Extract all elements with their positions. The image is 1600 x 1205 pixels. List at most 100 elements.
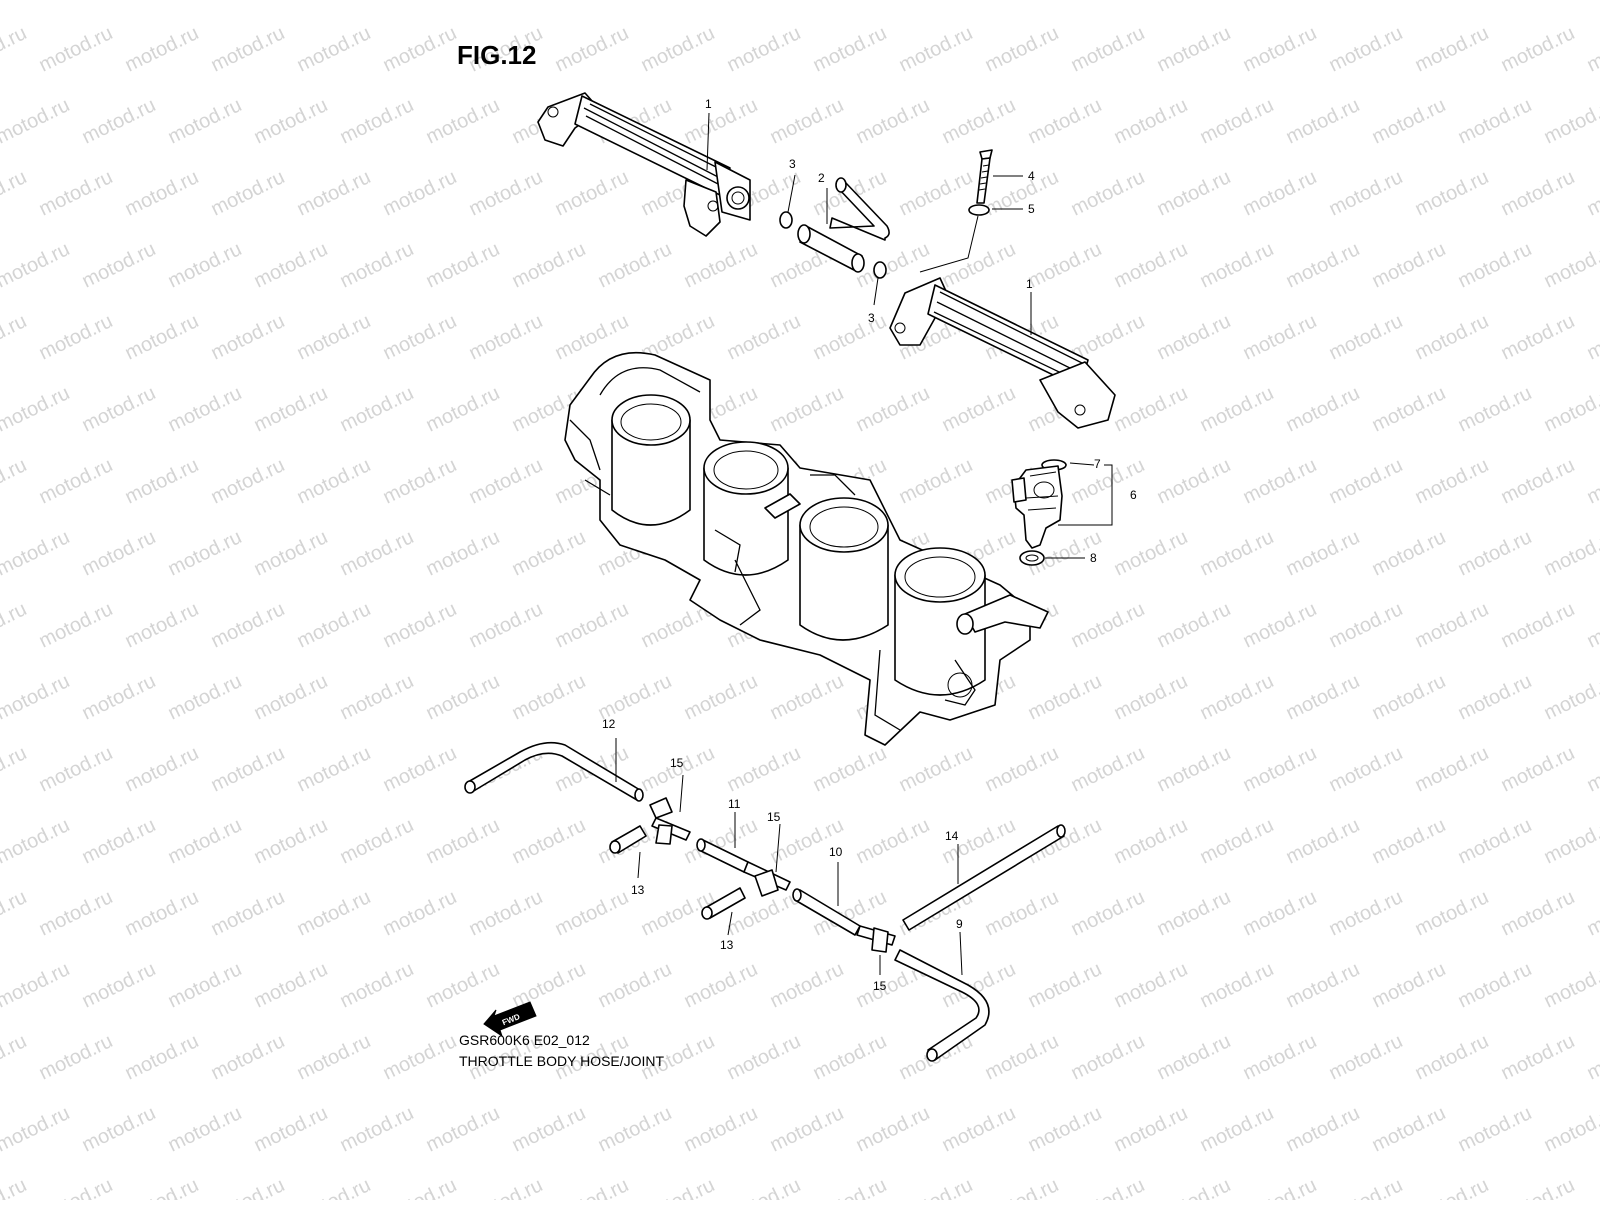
- watermark-text: motod.ru: [1326, 1030, 1407, 1084]
- t-joint-middle: [743, 861, 791, 897]
- watermark-text: motod.ru: [1584, 22, 1600, 76]
- watermark-text: motod.ru: [36, 454, 117, 508]
- watermark-text: motod.ru: [337, 0, 418, 4]
- watermark-text: motod.ru: [724, 1030, 805, 1084]
- watermark-text: motod.ru: [1154, 166, 1235, 220]
- watermark-text: motod.ru: [0, 742, 30, 796]
- watermark-text: motod.ru: [1498, 598, 1579, 652]
- watermark-text: motod.ru: [0, 382, 73, 436]
- throttle-body-assembly: [564, 351, 1049, 746]
- watermark-text: motod.ru: [595, 238, 676, 292]
- watermark-text: motod.ru: [380, 1174, 461, 1200]
- watermark-text: motod.ru: [251, 670, 332, 724]
- watermark-text: motod.ru: [1455, 814, 1536, 868]
- watermark-text: motod.ru: [294, 598, 375, 652]
- watermark-text: motod.ru: [939, 94, 1020, 148]
- watermark-text: motod.ru: [1068, 22, 1149, 76]
- watermark-text: motod.ru: [165, 670, 246, 724]
- watermark-text: motod.ru: [0, 526, 73, 580]
- watermark-text: motod.ru: [466, 310, 547, 364]
- callout-11: 11: [728, 797, 741, 811]
- watermark-text: motod.ru: [380, 310, 461, 364]
- watermark-text: motod.ru: [337, 670, 418, 724]
- watermark-text: motod.ru: [208, 22, 289, 76]
- model-code: GSR600K6 E02_012: [459, 1032, 590, 1048]
- watermark-text: motod.ru: [1197, 814, 1278, 868]
- throttle-bore-4: [894, 547, 986, 696]
- watermark-text: motod.ru: [1326, 310, 1407, 364]
- watermark-text: motod.ru: [982, 22, 1063, 76]
- figure-title: FIG.12: [457, 40, 537, 70]
- watermark-text: motod.ru: [1111, 0, 1192, 4]
- callout-10: 10: [829, 845, 843, 859]
- watermark-text: motod.ru: [1111, 958, 1192, 1012]
- hose-9: [894, 949, 990, 1061]
- watermark-text: motod.ru: [251, 1102, 332, 1156]
- t-joint-lower: [856, 925, 896, 953]
- watermark-text: motod.ru: [1498, 742, 1579, 796]
- watermark-text: motod.ru: [1154, 454, 1235, 508]
- watermark-text: motod.ru: [165, 238, 246, 292]
- watermark-text: motod.ru: [724, 22, 805, 76]
- watermark-text: motod.ru: [294, 1174, 375, 1200]
- watermark-text: motod.ru: [251, 814, 332, 868]
- watermark-text: motod.ru: [466, 1174, 547, 1200]
- watermark-text: motod.ru: [337, 814, 418, 868]
- watermark-text: motod.ru: [208, 886, 289, 940]
- watermark-text: motod.ru: [1412, 1030, 1493, 1084]
- watermark-text: motod.ru: [767, 94, 848, 148]
- watermark-text: motod.ru: [1283, 1102, 1364, 1156]
- watermark-text: motod.ru: [982, 1174, 1063, 1200]
- callout-13-lower: 13: [720, 938, 734, 952]
- watermark-text: motod.ru: [0, 22, 30, 76]
- watermark-text: motod.ru: [36, 742, 117, 796]
- watermark-text: motod.ru: [1541, 814, 1600, 868]
- watermark-text: motod.ru: [724, 1174, 805, 1200]
- watermark-text: motod.ru: [0, 1030, 30, 1084]
- watermark-text: motod.ru: [1412, 598, 1493, 652]
- watermark-text: motod.ru: [1197, 382, 1278, 436]
- watermark-text: motod.ru: [208, 166, 289, 220]
- watermark-text: motod.ru: [1111, 1102, 1192, 1156]
- watermark-text: motod.ru: [681, 0, 762, 4]
- watermark-text: motod.ru: [1369, 670, 1450, 724]
- watermark-text: motod.ru: [595, 1102, 676, 1156]
- watermark-text: motod.ru: [380, 598, 461, 652]
- watermark-text: motod.ru: [1584, 310, 1600, 364]
- watermark-text: motod.ru: [896, 22, 977, 76]
- watermark-text: motod.ru: [208, 1174, 289, 1200]
- callout-1-upper: 1: [705, 97, 712, 111]
- watermark-text: motod.ru: [810, 22, 891, 76]
- watermark-text: motod.ru: [1412, 166, 1493, 220]
- watermark-text: motod.ru: [1154, 598, 1235, 652]
- callout-5: 5: [1028, 202, 1035, 216]
- watermark-text: motod.ru: [79, 958, 160, 1012]
- watermark-text: motod.ru: [337, 94, 418, 148]
- watermark-text: motod.ru: [509, 238, 590, 292]
- watermark-text: motod.ru: [251, 94, 332, 148]
- watermark-text: motod.ru: [0, 94, 73, 148]
- watermark-text: motod.ru: [896, 166, 977, 220]
- watermark-text: motod.ru: [1111, 94, 1192, 148]
- watermark-text: motod.ru: [853, 0, 934, 4]
- watermark-text: motod.ru: [1240, 1030, 1321, 1084]
- watermark-text: motod.ru: [1197, 0, 1278, 4]
- watermark-text: motod.ru: [1240, 598, 1321, 652]
- watermark-text: motod.ru: [1369, 0, 1450, 4]
- watermark-text: motod.ru: [122, 166, 203, 220]
- watermark-text: motod.ru: [1369, 1102, 1450, 1156]
- watermark-text: motod.ru: [1154, 742, 1235, 796]
- watermark-text: motod.ru: [380, 1030, 461, 1084]
- watermark-text: motod.ru: [853, 1102, 934, 1156]
- watermark-text: motod.ru: [208, 598, 289, 652]
- callout-8: 8: [1090, 551, 1097, 565]
- watermark-text: motod.ru: [681, 238, 762, 292]
- watermark-text: motod.ru: [423, 1102, 504, 1156]
- watermark-text: motod.ru: [1412, 1174, 1493, 1200]
- watermark-text: motod.ru: [337, 526, 418, 580]
- watermark-text: motod.ru: [638, 1174, 719, 1200]
- callout-numbers: 1 2 3 3 4 5 1 7 6 8 12 15 11 15 10 14 13…: [602, 97, 1137, 993]
- watermark-text: motod.ru: [552, 1174, 633, 1200]
- watermark-text: motod.ru: [982, 886, 1063, 940]
- watermark-text: motod.ru: [1283, 382, 1364, 436]
